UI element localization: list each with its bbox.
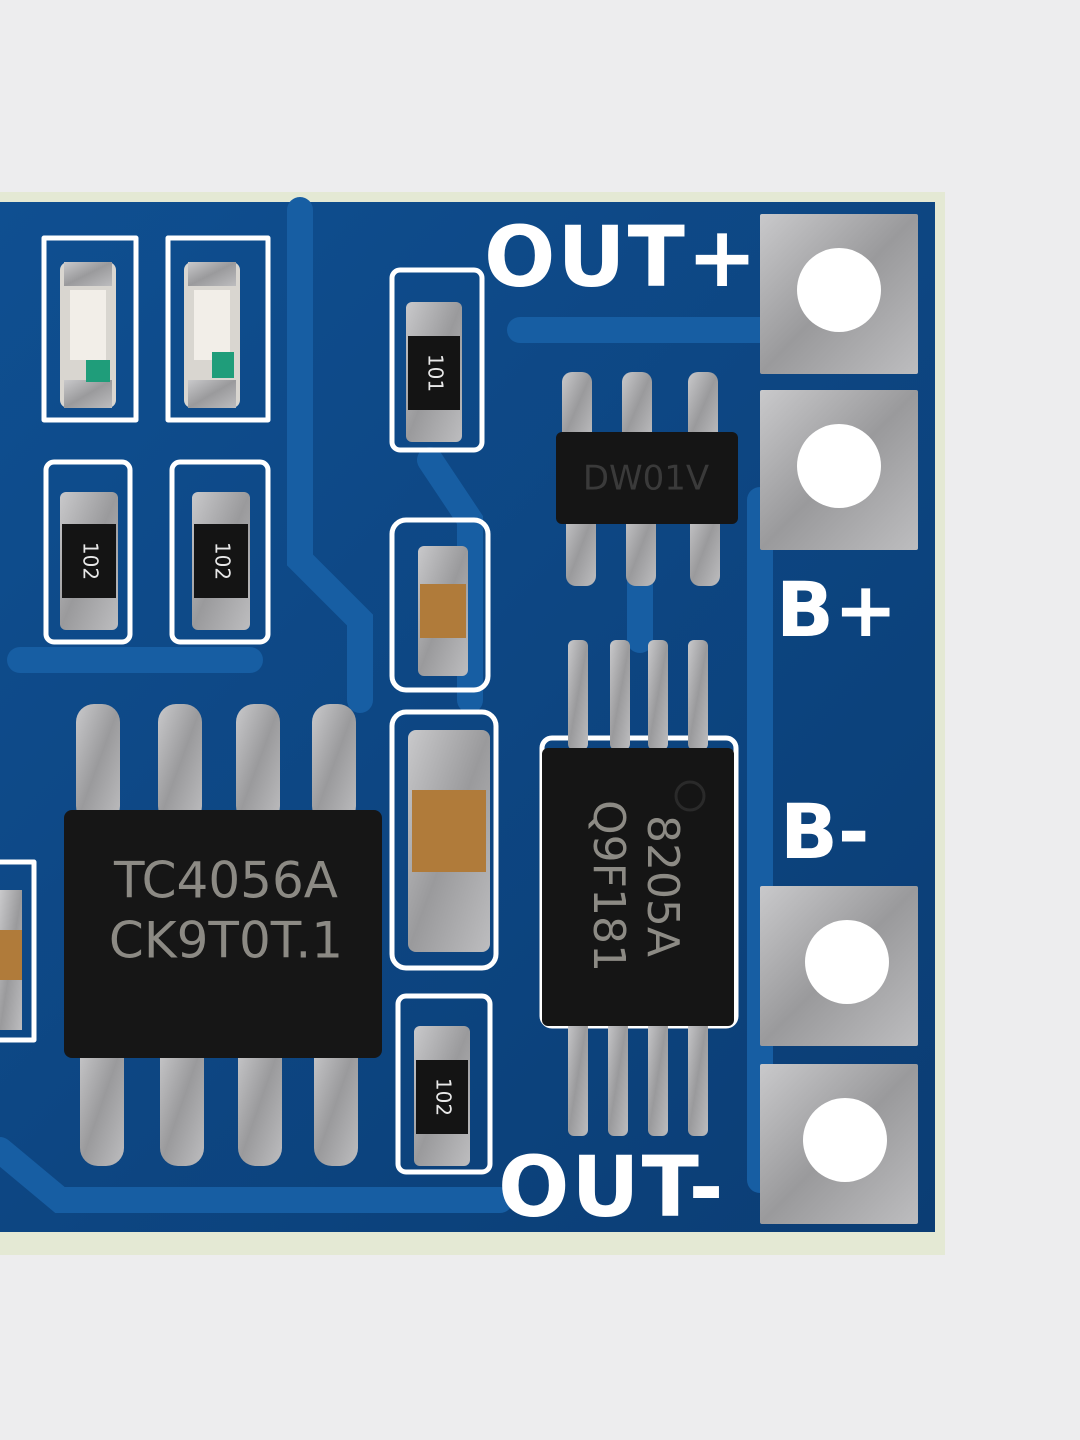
resistor-bottom-center-label: 102 (432, 1078, 456, 1116)
label-out-plus: OUT+ (484, 208, 759, 306)
capacitor-small (418, 546, 468, 676)
chip-mosfet-line1: 8205A (637, 815, 688, 957)
resistor-left-1-label: 102 (79, 542, 103, 580)
chip-protector: DW01V (556, 372, 738, 586)
resistor-top-center: 101 (406, 302, 462, 442)
chip-mosfet-line2: Q9F181 (583, 800, 634, 972)
chip-charger-line1: TC4056A (113, 852, 338, 910)
pad-b-plus (760, 390, 918, 550)
resistor-left-2: 102 (192, 492, 250, 630)
capacitor-large (408, 730, 490, 952)
label-b-minus: B- (780, 787, 869, 876)
silkscreen-labels: OUT+ B+ B- OUT- (484, 208, 898, 1236)
partial-component-left (0, 890, 22, 1030)
resistor-bottom-center: 102 (414, 1026, 470, 1166)
led-1 (60, 262, 116, 408)
resistor-left-2-label: 102 (211, 542, 235, 580)
chip-protector-marking: DW01V (583, 459, 709, 499)
label-out-minus: OUT- (498, 1138, 725, 1236)
pad-out-minus (760, 1064, 918, 1224)
led-2 (184, 262, 240, 408)
chip-mosfet: 8205A Q9F181 (542, 640, 734, 1136)
resistor-top-center-label: 101 (424, 354, 448, 392)
pad-out-plus (760, 214, 918, 374)
pad-b-minus (760, 886, 918, 1046)
chip-charger: TC4056A CK9T0T.1 (64, 704, 382, 1166)
solder-pads (760, 214, 918, 1224)
label-b-plus: B+ (776, 565, 898, 654)
chip-charger-line2: CK9T0T.1 (109, 912, 343, 970)
resistor-left-1: 102 (60, 492, 118, 630)
